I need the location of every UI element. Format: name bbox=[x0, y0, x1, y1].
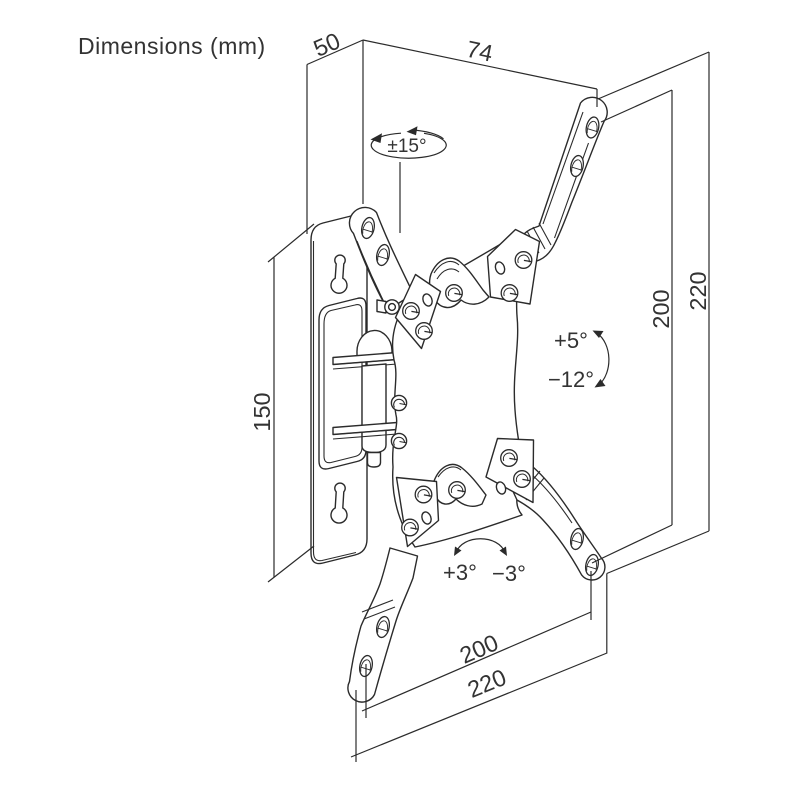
svg-text:200: 200 bbox=[648, 289, 674, 328]
svg-text:220: 220 bbox=[685, 271, 711, 310]
svg-text:−3°: −3° bbox=[492, 561, 526, 586]
svg-text:+3°: +3° bbox=[443, 560, 477, 585]
svg-text:Dimensions (mm): Dimensions (mm) bbox=[78, 33, 266, 59]
svg-text:74: 74 bbox=[464, 36, 495, 67]
svg-text:−12°: −12° bbox=[548, 367, 594, 392]
svg-text:+5°: +5° bbox=[554, 328, 588, 353]
svg-text:±15°: ±15° bbox=[387, 136, 426, 157]
svg-text:150: 150 bbox=[249, 392, 275, 431]
